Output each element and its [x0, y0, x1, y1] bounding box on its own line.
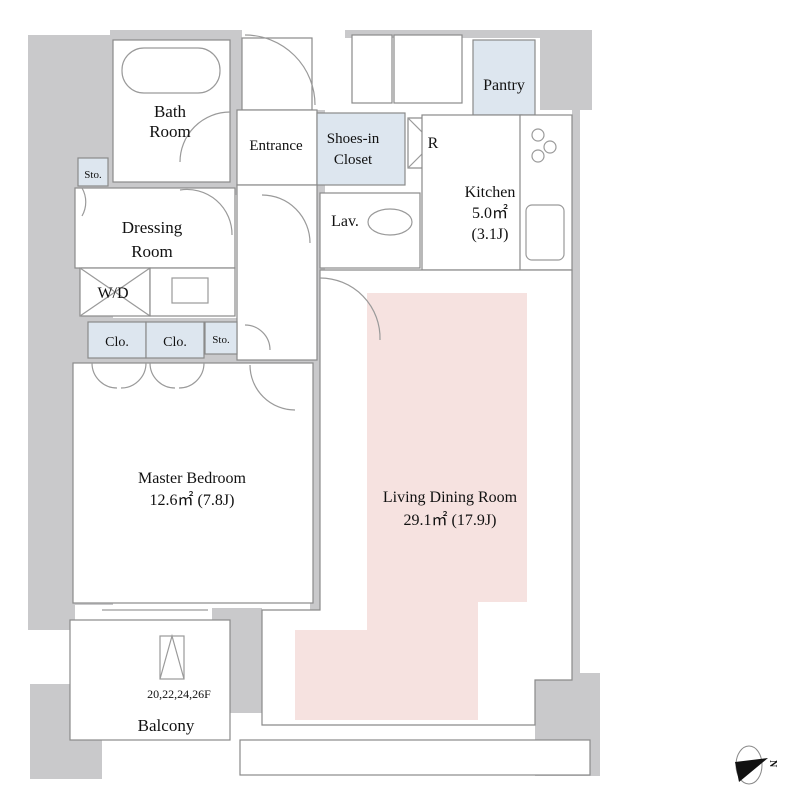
sink-icon — [525, 204, 565, 261]
balcony — [69, 619, 231, 741]
storage-mid-label: Sto. — [212, 334, 230, 346]
balcony-label: Balcony — [138, 716, 195, 735]
bath-room — [112, 39, 231, 183]
wd-label: W/D — [97, 285, 128, 302]
kitchen-counter — [519, 114, 573, 271]
cabinet-2 — [393, 34, 463, 104]
wall-top-left — [110, 30, 240, 40]
toilet-icon — [367, 208, 413, 236]
bathtub-icon — [121, 47, 221, 94]
master-bedroom — [72, 362, 314, 604]
storage-top — [77, 157, 109, 187]
floors-label: 20,22,24,26F — [147, 687, 211, 701]
entrance — [236, 109, 318, 186]
entrance-label: Entrance — [249, 138, 303, 154]
lav-label: Lav. — [331, 213, 359, 230]
washbasin-icon — [171, 277, 209, 304]
compass-north-label: N — [767, 760, 778, 768]
wall-left-lower — [28, 600, 75, 630]
wall-bath-bottom — [80, 180, 240, 188]
living-highlight — [295, 293, 527, 720]
door-swings — [81, 34, 381, 411]
closet-1-label: Clo. — [105, 335, 129, 350]
stove-burner-icon — [531, 128, 545, 142]
storage-top-label: Sto. — [84, 169, 102, 181]
compass-icon: N — [735, 745, 778, 785]
pantry — [472, 39, 536, 116]
entrance-storage — [241, 37, 313, 111]
dressing-room — [74, 187, 236, 269]
closet-2-label: Clo. — [163, 335, 187, 350]
kitchen — [421, 114, 523, 271]
pantry-label: Pantry — [483, 77, 525, 94]
balcony-strip — [239, 739, 591, 776]
refrigerator-label: R — [428, 135, 439, 152]
shoes-closet — [316, 112, 406, 186]
closet-1 — [87, 321, 147, 359]
wall-top — [345, 30, 545, 38]
wall-right — [572, 110, 580, 680]
pillar-top-right — [540, 30, 592, 110]
vanity — [149, 267, 236, 317]
closet-2 — [145, 321, 205, 359]
storage-mid — [204, 321, 238, 355]
cabinet-1 — [351, 34, 393, 104]
wall-bedroom-right — [310, 265, 320, 610]
lavatory — [319, 192, 421, 269]
hallway — [236, 184, 318, 361]
